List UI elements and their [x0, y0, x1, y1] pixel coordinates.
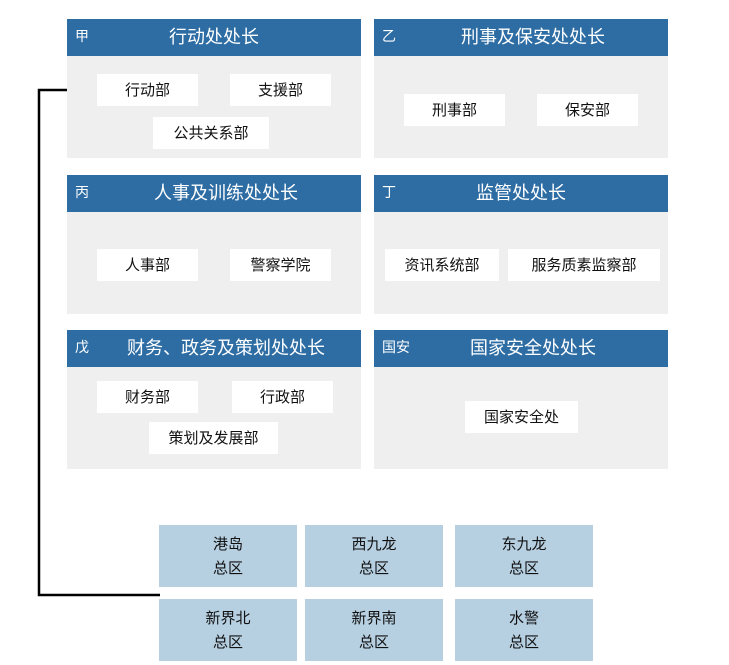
connector-line: [37, 88, 160, 597]
panel-header: 甲 行动处处长: [67, 19, 361, 56]
panel-title: 监管处处长: [476, 183, 566, 204]
region-suffix: 总区: [358, 559, 389, 577]
region-name: 新界南: [351, 609, 397, 627]
unit-box: 国家安全处: [465, 401, 578, 433]
region-suffix: 总区: [358, 633, 389, 651]
panel-header: 戊 财务、政务及策划处处长: [67, 330, 361, 367]
panel-header: 国安 国家安全处处长: [374, 330, 668, 367]
region-name: 西九龙: [351, 535, 397, 553]
region-box: 新界北 总区: [159, 599, 297, 661]
region-box: 新界南 总区: [305, 599, 443, 661]
panel-operations: 甲 行动处处长 行动部 支援部 公共关系部: [67, 19, 361, 158]
panel-code: 戊: [75, 340, 89, 356]
unit-box: 公共关系部: [153, 117, 269, 149]
unit-box: 刑事部: [404, 94, 505, 126]
panel-code: 国安: [382, 340, 410, 356]
region-box: 港岛 总区: [159, 525, 297, 587]
region-name: 新界北: [205, 609, 251, 627]
panel-personnel-training: 丙 人事及训练处处长 人事部 警察学院: [67, 175, 361, 314]
unit-box: 保安部: [537, 94, 638, 126]
region-suffix: 总区: [212, 559, 243, 577]
panel-crime-security: 乙 刑事及保安处处长 刑事部 保安部: [374, 19, 668, 158]
panel-title: 行动处处长: [169, 27, 259, 48]
unit-box: 支援部: [230, 74, 331, 106]
region-suffix: 总区: [508, 633, 539, 651]
unit-box: 服务质素监察部: [508, 249, 660, 281]
region-suffix: 总区: [508, 559, 539, 577]
unit-box: 行政部: [232, 381, 333, 413]
panel-management: 丁 监管处处长 资讯系统部 服务质素监察部: [374, 175, 668, 314]
panel-title: 刑事及保安处处长: [461, 27, 605, 48]
panel-header: 丙 人事及训练处处长: [67, 175, 361, 212]
panel-finance-admin-planning: 戊 财务、政务及策划处处长 财务部 行政部 策划及发展部: [67, 330, 361, 469]
panel-national-security: 国安 国家安全处处长 国家安全处: [374, 330, 668, 469]
region-name: 港岛: [212, 535, 243, 553]
panel-code: 丙: [75, 185, 89, 201]
unit-box: 行动部: [97, 74, 198, 106]
region-suffix: 总区: [212, 633, 243, 651]
panel-code: 乙: [382, 29, 396, 45]
panel-header: 丁 监管处处长: [374, 175, 668, 212]
region-box: 东九龙 总区: [455, 525, 593, 587]
panel-title: 人事及训练处处长: [154, 183, 298, 204]
unit-box: 资讯系统部: [385, 249, 499, 281]
unit-box: 策划及发展部: [149, 422, 278, 454]
unit-box: 财务部: [97, 381, 198, 413]
region-box: 西九龙 总区: [305, 525, 443, 587]
region-box: 水警 总区: [455, 599, 593, 661]
panel-title: 财务、政务及策划处处长: [127, 338, 325, 359]
unit-box: 人事部: [97, 249, 198, 281]
panel-code: 甲: [75, 29, 89, 45]
region-name: 东九龙: [501, 535, 547, 553]
region-name: 水警: [508, 609, 539, 627]
panel-title: 国家安全处处长: [470, 338, 596, 359]
unit-box: 警察学院: [230, 249, 331, 281]
panel-code: 丁: [382, 185, 396, 201]
panel-header: 乙 刑事及保安处处长: [374, 19, 668, 56]
